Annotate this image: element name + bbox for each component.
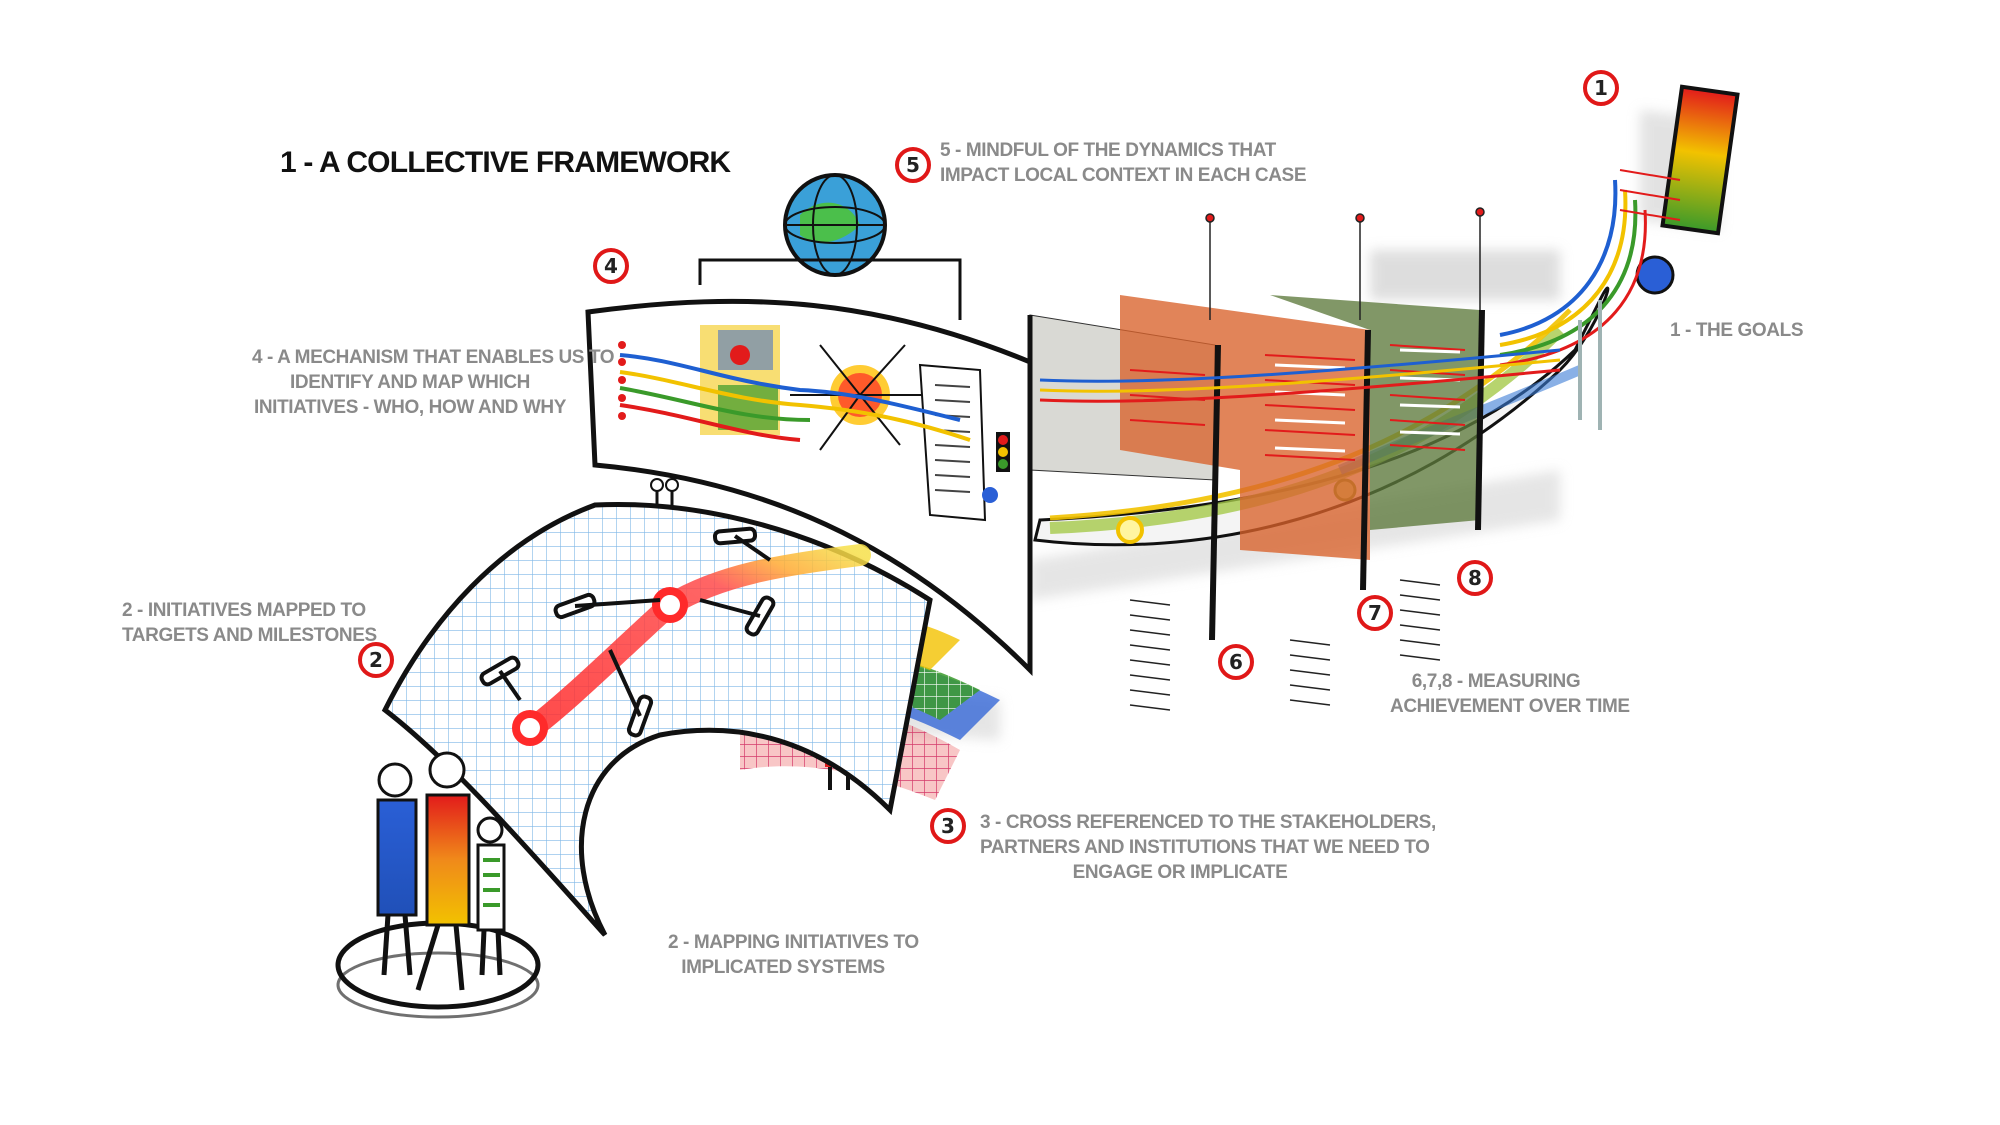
- label-mechanism-line-1: 4 - A MECHANISM THAT ENABLES US TO: [252, 347, 615, 368]
- marker-4: 4: [593, 248, 629, 284]
- label-initiatives-targets-line-2: TARGETS AND MILESTONES: [122, 625, 377, 646]
- label-dynamics-line-2: IMPACT LOCAL CONTEXT IN EACH CASE: [940, 165, 1307, 186]
- label-goals-line: 1 - THE GOALS: [1670, 320, 1804, 341]
- label-mechanism-line-2: IDENTIFY AND MAP WHICH: [290, 372, 530, 393]
- label-mechanism-line-3: INITIATIVES - WHO, HOW AND WHY: [253, 397, 567, 418]
- label-mapping-systems-line-1: 2 - MAPPING INITIATIVES TO: [668, 932, 919, 953]
- label-cross-referenced-line-1: 3 - CROSS REFERENCED TO THE STAKEHOLDERS…: [980, 812, 1436, 833]
- label-measuring-line-1: 6,7,8 - MEASURING: [1411, 671, 1581, 692]
- marker-6: 6: [1218, 644, 1254, 680]
- marker-8: 8: [1457, 560, 1493, 596]
- mechanism-board: [585, 298, 1033, 677]
- label-mapping-systems: 2 - MAPPING INITIATIVES TO IMPLICATED SY…: [668, 930, 919, 980]
- label-initiatives-targets: 2 - INITIATIVES MAPPED TO TARGETS AND MI…: [122, 598, 377, 648]
- marker-5: 5: [895, 147, 931, 183]
- marker-1: 1: [1583, 70, 1619, 106]
- label-mechanism: 4 - A MECHANISM THAT ENABLES US TO IDENT…: [252, 345, 615, 420]
- milestone-grid-sheet: [381, 502, 933, 937]
- label-dynamics-line-1: 5 - MINDFUL OF THE DYNAMICS THAT: [940, 140, 1276, 161]
- globe-icon: [698, 173, 962, 320]
- people-group: [335, 751, 541, 1019]
- marker-2: 2: [358, 642, 394, 678]
- marker-7: 7: [1357, 595, 1393, 631]
- label-cross-referenced-line-2: PARTNERS AND INSTITUTIONS THAT WE NEED T…: [980, 837, 1430, 858]
- measuring-panels: [1027, 207, 1561, 711]
- goals-column: [1499, 84, 1740, 430]
- label-goals: 1 - THE GOALS: [1670, 318, 1803, 343]
- label-mapping-systems-line-2: IMPLICATED SYSTEMS: [681, 957, 885, 978]
- label-measuring-line-2: ACHIEVEMENT OVER TIME: [1390, 696, 1630, 717]
- marker-3: 3: [930, 808, 966, 844]
- page-title: 1 - A COLLECTIVE FRAMEWORK: [280, 146, 731, 179]
- label-cross-referenced-line-3: ENGAGE OR IMPLICATE: [1072, 862, 1288, 883]
- label-measuring: 6,7,8 - MEASURING ACHIEVEMENT OVER TIME: [1390, 669, 1630, 719]
- label-cross-referenced: 3 - CROSS REFERENCED TO THE STAKEHOLDERS…: [980, 810, 1436, 885]
- label-initiatives-targets-line-1: 2 - INITIATIVES MAPPED TO: [122, 600, 366, 621]
- label-dynamics: 5 - MINDFUL OF THE DYNAMICS THAT IMPACT …: [940, 138, 1307, 188]
